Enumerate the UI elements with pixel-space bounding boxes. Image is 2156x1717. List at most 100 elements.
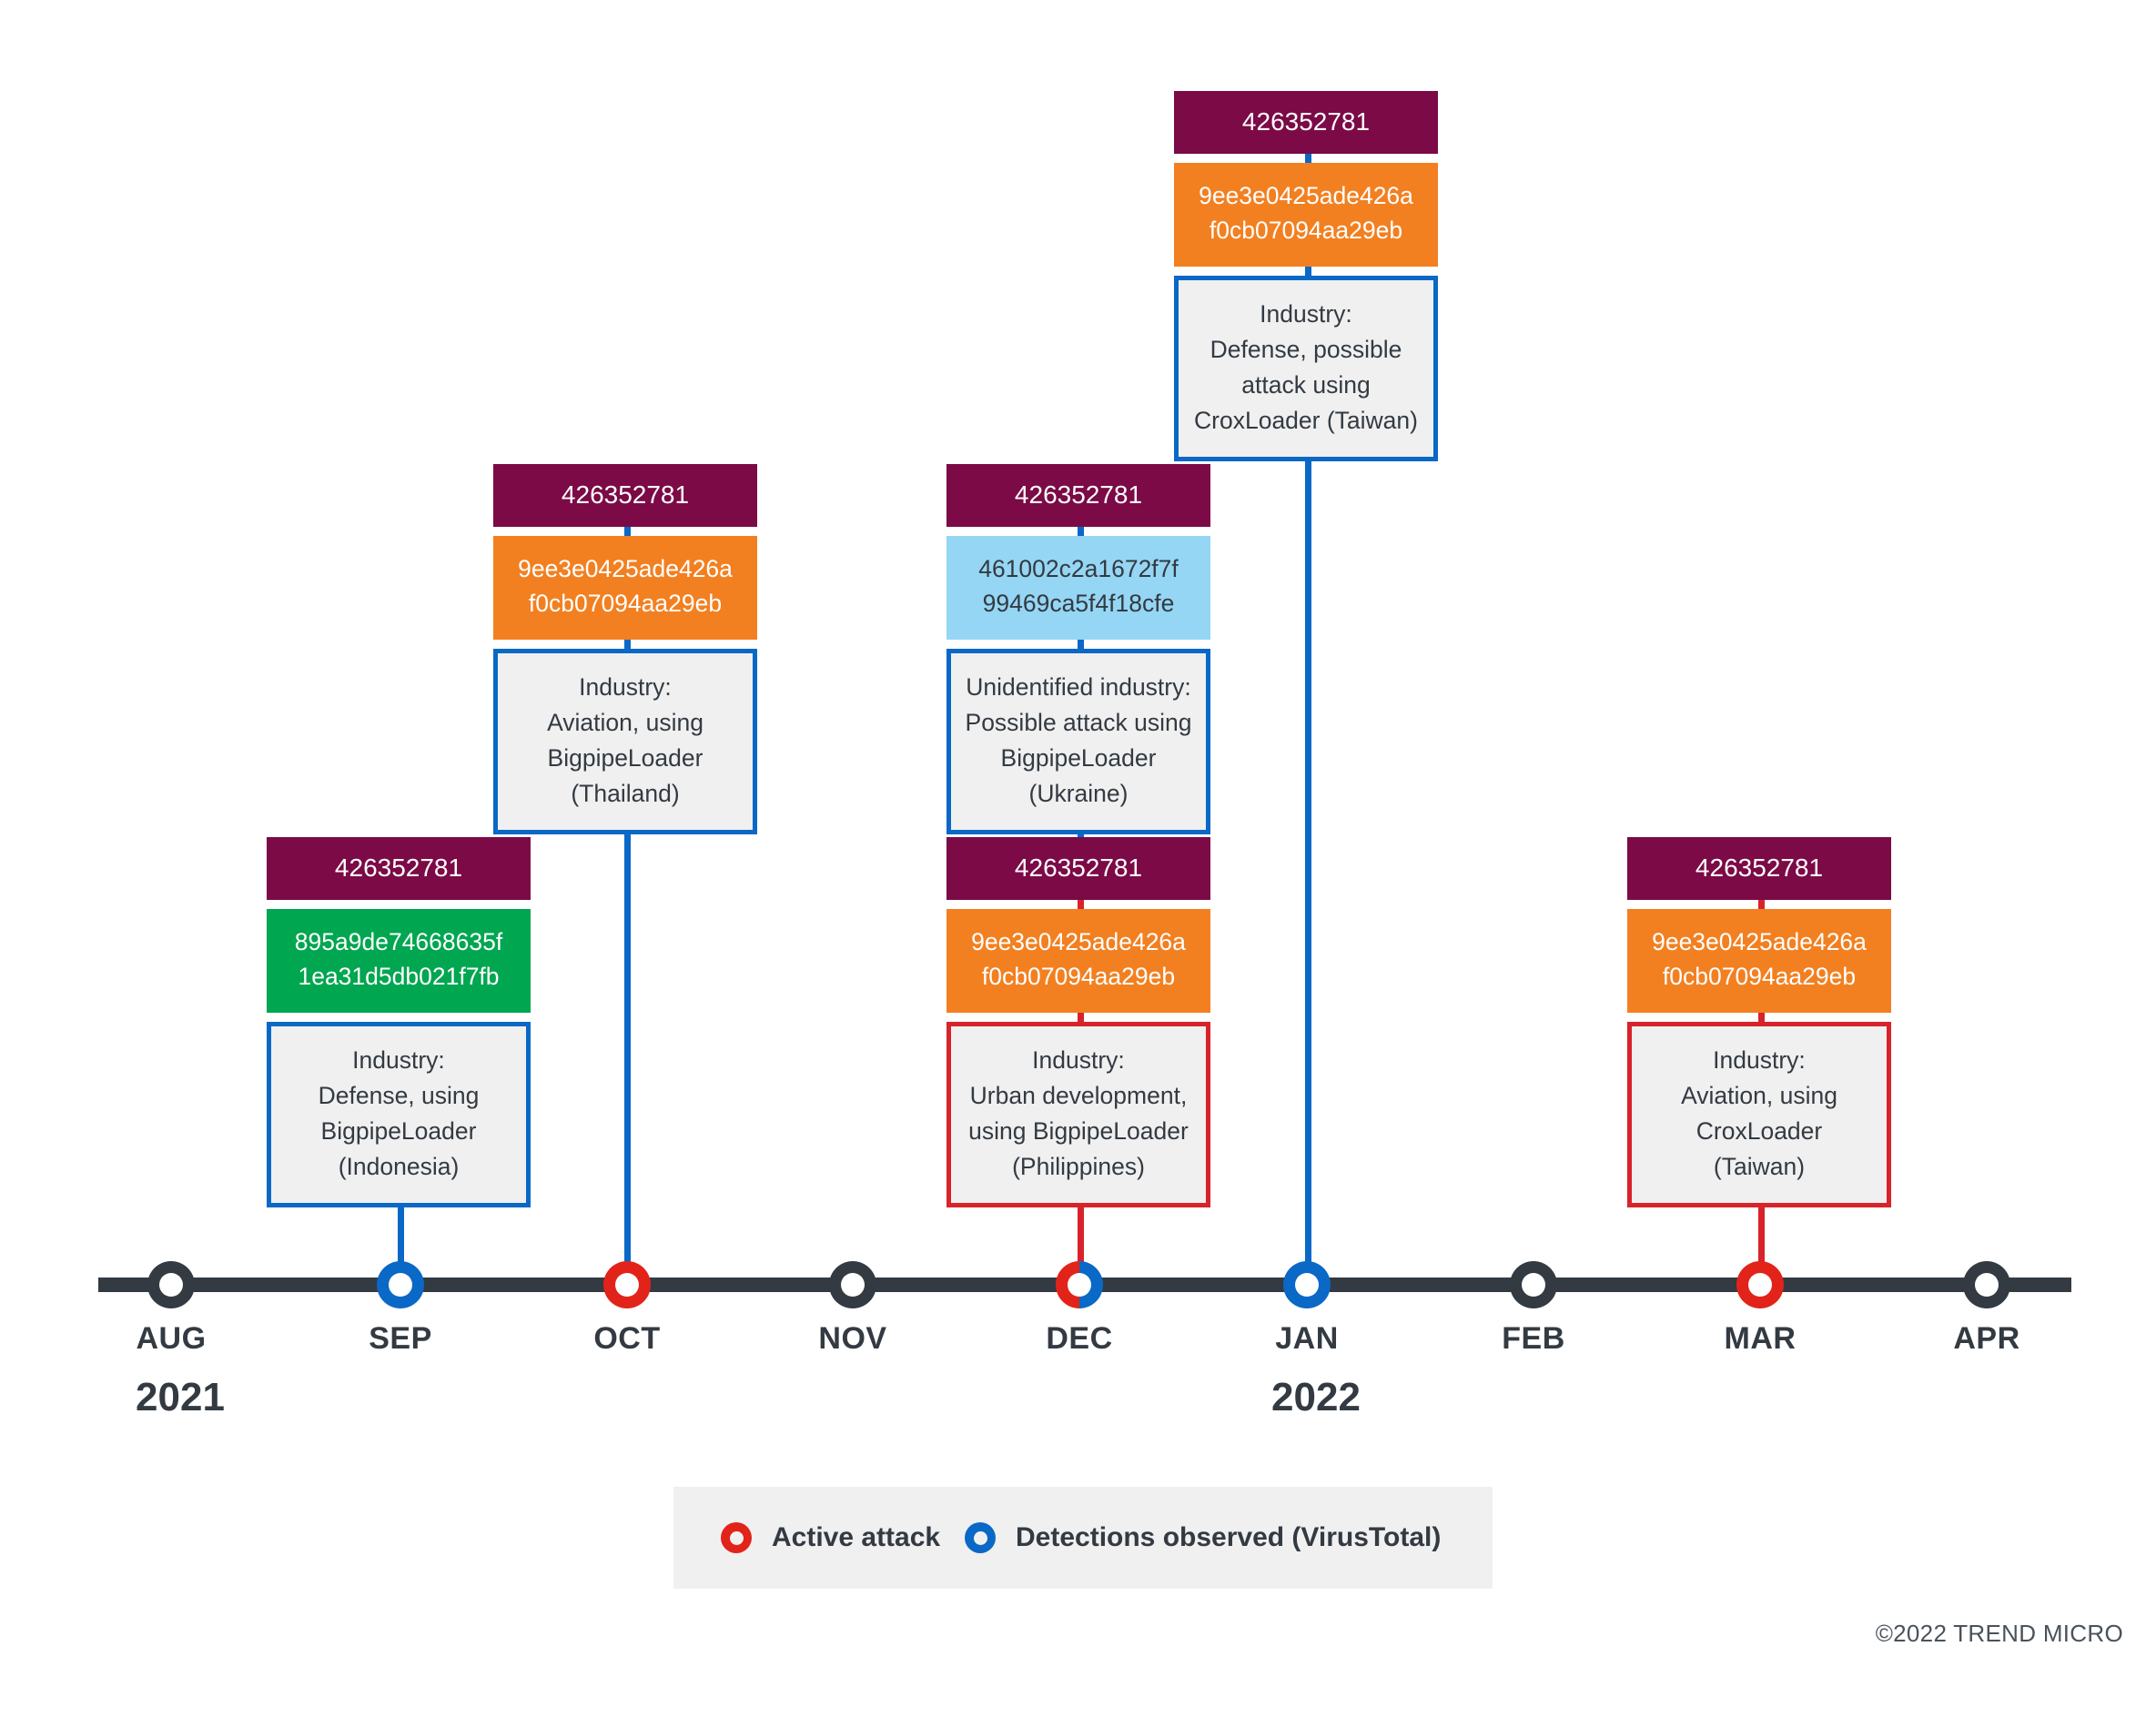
desc-line-4: (Indonesia) xyxy=(338,1152,460,1180)
event-card-dec-upper[interactable]: 426352781 461002c2a1672f7f 99469ca5f4f18… xyxy=(946,464,1210,834)
stack-gap xyxy=(946,640,1210,649)
event-hash-dec-upper: 461002c2a1672f7f 99469ca5f4f18cfe xyxy=(946,536,1210,640)
desc-line-1: Industry: xyxy=(1032,1045,1125,1074)
marker-hole xyxy=(841,1273,865,1297)
marker-hole xyxy=(1975,1273,1999,1297)
event-description-sep: Industry: Defense, using BigpipeLoader (… xyxy=(267,1021,531,1207)
desc-line-1: Industry: xyxy=(352,1045,445,1074)
desc-line-3: CroxLoader xyxy=(1695,1116,1823,1145)
desc-line-2: Defense, using xyxy=(318,1081,480,1109)
marker-hole xyxy=(615,1273,639,1297)
desc-line-2: Defense, possible xyxy=(1210,335,1402,363)
desc-line-1: Industry: xyxy=(579,672,672,701)
event-hash-mar: 9ee3e0425ade426a f0cb07094aa29eb xyxy=(1627,909,1891,1013)
stack-gap xyxy=(267,1013,531,1022)
hash-line-1: 9ee3e0425ade426a xyxy=(518,555,733,582)
hash-line-1: 895a9de74668635f xyxy=(294,928,503,955)
event-description-mar: Industry: Aviation, using CroxLoader (Ta… xyxy=(1627,1021,1891,1207)
stack-gap xyxy=(1174,267,1438,276)
event-description-dec-upper: Unidentified industry: Possible attack u… xyxy=(946,648,1210,834)
year-label-2021: 2021 xyxy=(136,1375,225,1419)
event-id-dec-lower: 426352781 xyxy=(946,837,1210,900)
month-label-apr: APR xyxy=(1953,1321,2020,1356)
event-description-oct: Industry: Aviation, using BigpipeLoader … xyxy=(493,648,757,834)
year-label-2022: 2022 xyxy=(1271,1375,1361,1419)
desc-line-2: Urban development, xyxy=(969,1081,1188,1109)
marker-hole xyxy=(1522,1273,1545,1297)
hash-line-2: f0cb07094aa29eb xyxy=(1209,217,1403,245)
stack-gap xyxy=(493,640,757,649)
legend-active-label: Active attack xyxy=(772,1522,941,1552)
event-hash-sep: 895a9de74668635f 1ea31d5db021f7fb xyxy=(267,909,531,1013)
marker-hole xyxy=(1748,1273,1772,1297)
desc-line-4: CroxLoader (Taiwan) xyxy=(1194,406,1418,434)
desc-line-3: attack using xyxy=(1241,370,1371,399)
event-card-jan[interactable]: 426352781 9ee3e0425ade426a f0cb07094aa29… xyxy=(1174,91,1438,461)
month-label-feb: FEB xyxy=(1502,1321,1565,1356)
desc-line-4: (Thailand) xyxy=(571,779,680,807)
stack-gap xyxy=(267,900,531,909)
desc-line-1: Unidentified industry: xyxy=(966,672,1191,701)
hash-line-1: 461002c2a1672f7f xyxy=(978,555,1179,582)
hash-line-1: 9ee3e0425ade426a xyxy=(1199,182,1413,209)
stack-gap xyxy=(1627,1013,1891,1022)
event-id-oct: 426352781 xyxy=(493,464,757,527)
stack-gap xyxy=(946,1013,1210,1022)
copyright-notice: ©2022 TREND MICRO xyxy=(1875,1620,2123,1647)
marker-hole xyxy=(389,1273,412,1297)
legend: Active attack Detections observed (Virus… xyxy=(673,1487,1493,1589)
stack-gap xyxy=(493,527,757,536)
event-hash-jan: 9ee3e0425ade426a f0cb07094aa29eb xyxy=(1174,163,1438,267)
desc-line-4: (Taiwan) xyxy=(1713,1152,1806,1180)
event-hash-dec-lower: 9ee3e0425ade426a f0cb07094aa29eb xyxy=(946,909,1210,1013)
month-label-mar: MAR xyxy=(1724,1321,1797,1356)
event-description-jan: Industry: Defense, possible attack using… xyxy=(1174,275,1438,461)
desc-line-3: BigpipeLoader xyxy=(1000,743,1157,772)
event-card-oct[interactable]: 426352781 9ee3e0425ade426a f0cb07094aa29… xyxy=(493,464,757,834)
desc-line-4: (Ukraine) xyxy=(1028,779,1129,807)
event-id-jan: 426352781 xyxy=(1174,91,1438,154)
marker-hole xyxy=(1068,1273,1091,1297)
desc-line-3: using BigpipeLoader xyxy=(968,1116,1189,1145)
legend-detection-label: Detections observed (VirusTotal) xyxy=(1016,1522,1442,1552)
desc-line-2: Aviation, using xyxy=(547,708,703,736)
month-label-nov: NOV xyxy=(818,1321,887,1356)
stack-gap xyxy=(946,900,1210,909)
hash-line-2: 99469ca5f4f18cfe xyxy=(982,590,1175,618)
marker-hole xyxy=(159,1273,183,1297)
desc-line-2: Aviation, using xyxy=(1681,1081,1837,1109)
legend-detection-ring-icon xyxy=(965,1522,996,1553)
connector-line-oct xyxy=(624,500,631,1288)
event-description-dec-lower: Industry: Urban development, using Bigpi… xyxy=(946,1021,1210,1207)
legend-item-active-attack: Active attack xyxy=(721,1522,940,1553)
month-label-oct: OCT xyxy=(593,1321,661,1356)
event-card-sep[interactable]: 426352781 895a9de74668635f 1ea31d5db021f… xyxy=(267,837,531,1207)
desc-line-1: Industry: xyxy=(1713,1045,1806,1074)
desc-line-1: Industry: xyxy=(1260,299,1352,328)
hash-line-2: f0cb07094aa29eb xyxy=(1662,963,1857,991)
event-id-dec-upper: 426352781 xyxy=(946,464,1210,527)
legend-active-ring-icon xyxy=(721,1522,752,1553)
desc-line-3: BigpipeLoader xyxy=(547,743,703,772)
desc-line-4: (Philippines) xyxy=(1012,1152,1145,1180)
desc-line-3: BigpipeLoader xyxy=(320,1116,477,1145)
hash-line-2: f0cb07094aa29eb xyxy=(528,590,723,618)
hash-line-1: 9ee3e0425ade426a xyxy=(971,928,1186,955)
event-id-mar: 426352781 xyxy=(1627,837,1891,900)
hash-line-2: 1ea31d5db021f7fb xyxy=(298,963,500,991)
month-label-aug: AUG xyxy=(136,1321,207,1356)
legend-item-detections: Detections observed (VirusTotal) xyxy=(965,1522,1441,1553)
connector-line-jan xyxy=(1305,100,1311,1288)
event-card-dec-lower[interactable]: 426352781 9ee3e0425ade426a f0cb07094aa29… xyxy=(946,837,1210,1207)
event-id-sep: 426352781 xyxy=(267,837,531,900)
month-label-sep: SEP xyxy=(369,1321,432,1356)
marker-hole xyxy=(1295,1273,1319,1297)
desc-line-2: Possible attack using xyxy=(965,708,1192,736)
event-hash-oct: 9ee3e0425ade426a f0cb07094aa29eb xyxy=(493,536,757,640)
stack-gap xyxy=(1627,900,1891,909)
stack-gap xyxy=(946,527,1210,536)
stack-gap xyxy=(1174,154,1438,163)
event-card-mar[interactable]: 426352781 9ee3e0425ade426a f0cb07094aa29… xyxy=(1627,837,1891,1207)
month-label-dec: DEC xyxy=(1046,1321,1113,1356)
